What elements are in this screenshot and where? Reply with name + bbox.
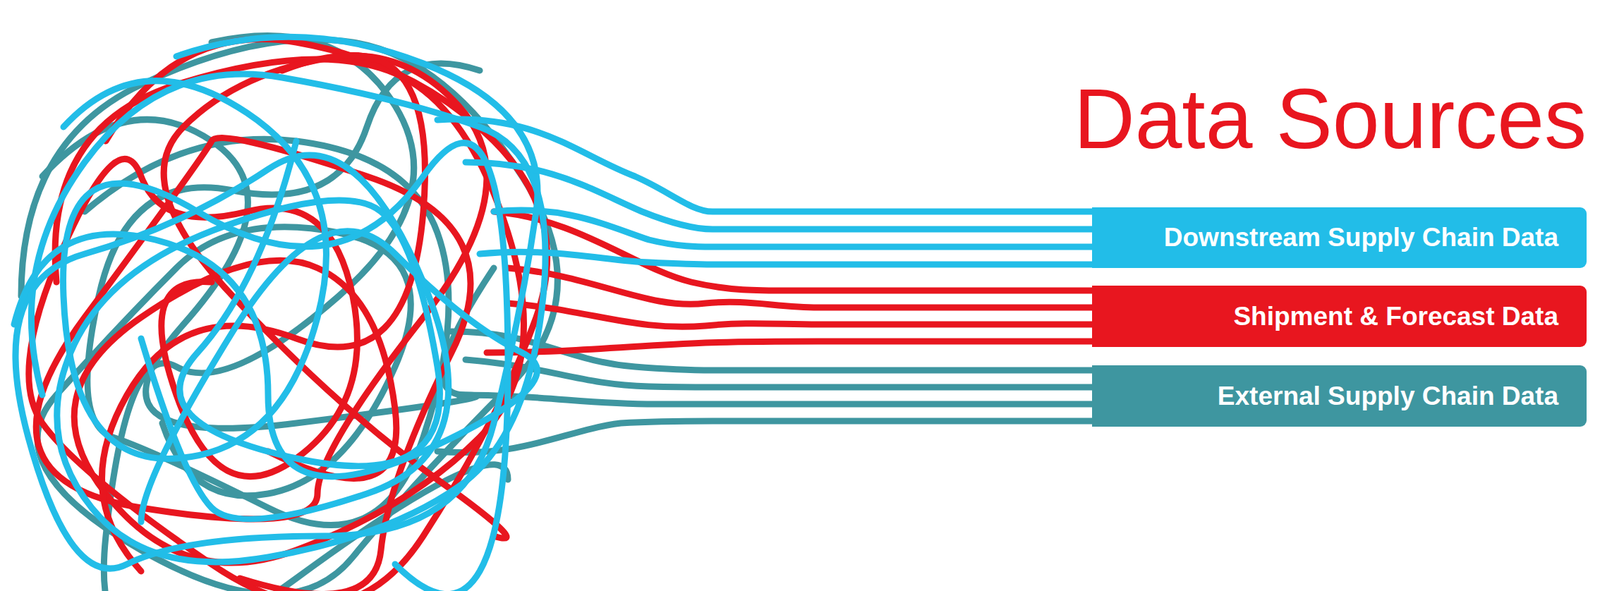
red-strands <box>28 39 1101 591</box>
data-source-band: Shipment & Forecast Data <box>1092 285 1587 348</box>
band-label: Downstream Supply Chain Data <box>1164 222 1559 253</box>
band-label: Shipment & Forecast Data <box>1233 301 1559 332</box>
diagram-title: Data Sources <box>1073 76 1587 161</box>
data-source-band: Downstream Supply Chain Data <box>1092 207 1587 269</box>
teal-strands <box>21 35 1101 591</box>
band-label: External Supply Chain Data <box>1217 381 1559 412</box>
blue-strands <box>14 36 1101 591</box>
data-source-band: External Supply Chain Data <box>1092 365 1587 427</box>
